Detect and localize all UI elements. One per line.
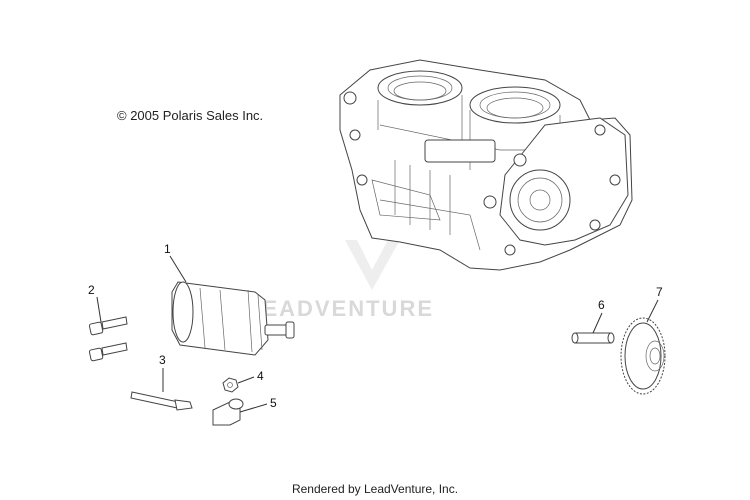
callout-2: 2	[88, 283, 95, 297]
callout-4: 4	[257, 369, 264, 383]
leader-lines	[96, 255, 659, 413]
callout-5: 5	[270, 396, 277, 410]
bolt-lower	[88, 342, 128, 362]
copyright-text: © 2005 Polaris Sales Inc.	[117, 108, 264, 123]
callout-3: 3	[159, 353, 166, 367]
engine-crankcase	[339, 59, 633, 271]
gear-part	[620, 317, 666, 395]
shaft-part	[571, 332, 615, 344]
bolt-upper	[88, 316, 128, 336]
footer-credit: Rendered by LeadVenture, Inc.	[291, 482, 459, 496]
watermark-text: LEADVENTURE	[247, 296, 435, 321]
callout-7: 7	[656, 285, 663, 299]
starter-motor	[171, 281, 295, 356]
callout-1: 1	[164, 242, 171, 256]
terminal-cap	[212, 398, 244, 426]
callout-6: 6	[598, 298, 605, 312]
mounting-bolts	[88, 316, 128, 362]
nut-part	[222, 377, 239, 393]
pin-part	[130, 391, 193, 411]
watermark-logo	[345, 240, 400, 290]
